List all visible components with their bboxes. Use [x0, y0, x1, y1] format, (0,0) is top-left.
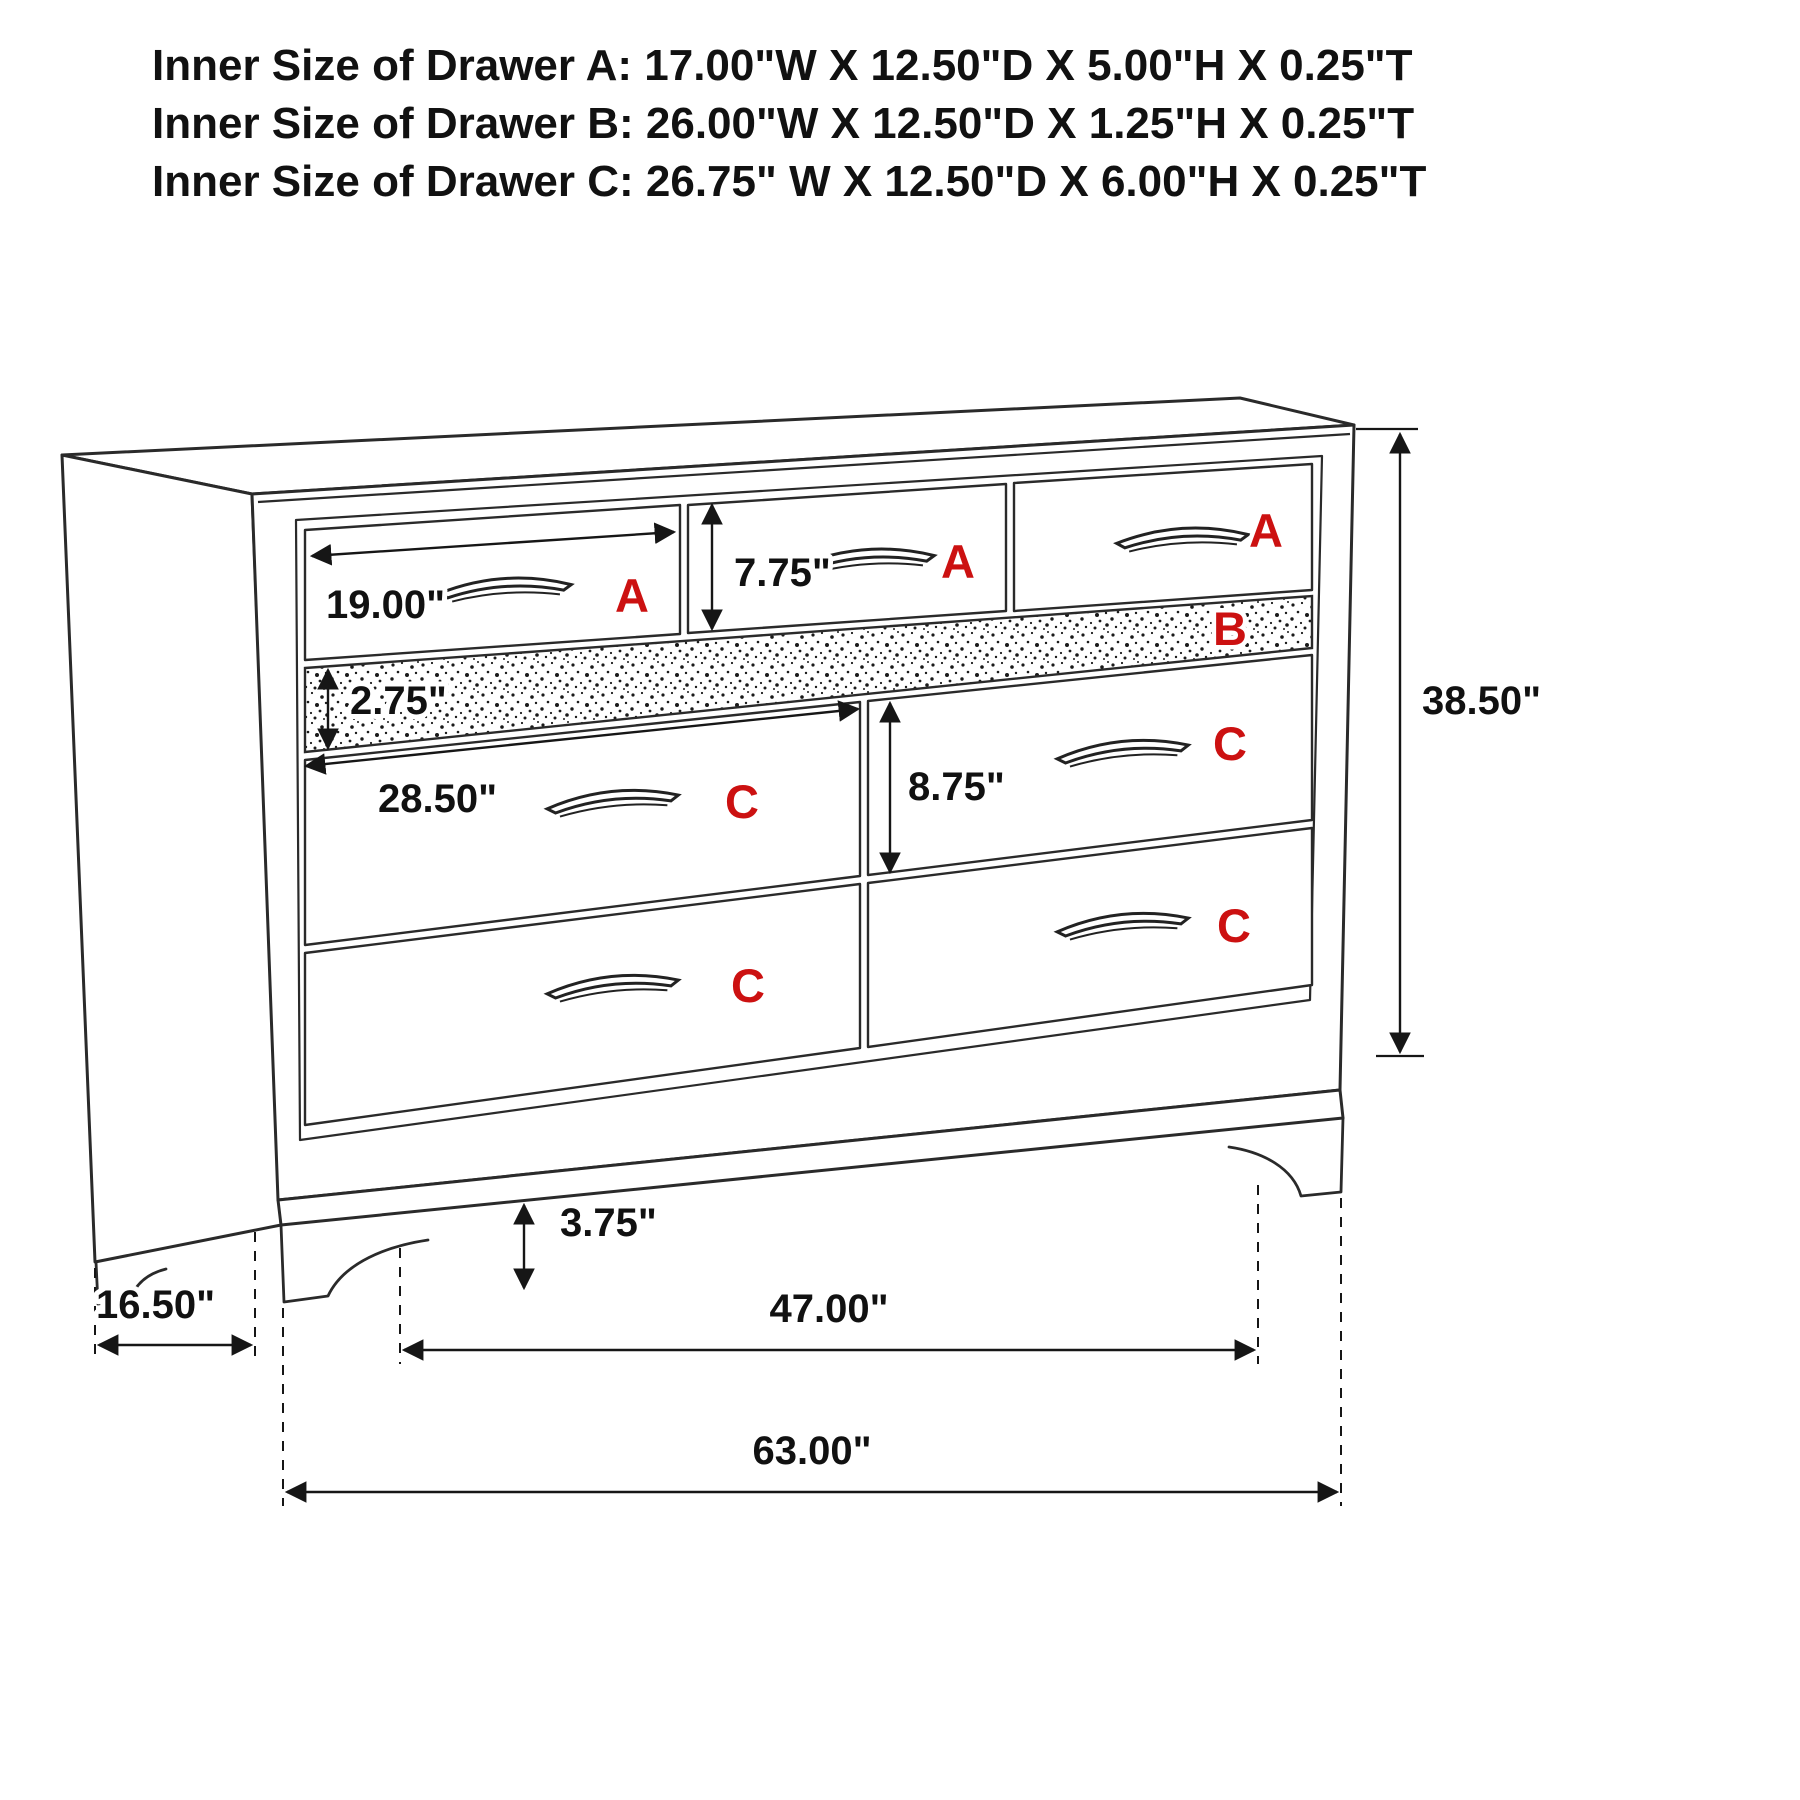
- dim-arrow-drawer-a-width: [309, 522, 677, 566]
- dim-arrow-drawer-c-width: [303, 700, 861, 775]
- drawer-a2-label: A: [941, 535, 975, 588]
- drawer-c-top-left-label: C: [725, 775, 759, 828]
- drawer-a3-label: A: [1249, 504, 1283, 557]
- dim-label-drawer-a-width: 19.00": [326, 583, 445, 627]
- front-right-foot: [1227, 1116, 1345, 1198]
- header-line-drawer-a: Inner Size of Drawer A: 17.00"W X 12.50"…: [152, 41, 1413, 90]
- dim-label-drawer-c-width: 28.50": [378, 777, 497, 821]
- dim-label-between-legs: 47.00": [769, 1287, 888, 1331]
- dim-label-strip-b-height: 2.75": [350, 679, 447, 723]
- front-left-foot: [279, 1223, 430, 1304]
- header-line-drawer-b: Inner Size of Drawer B: 26.00"W X 12.50"…: [152, 99, 1414, 148]
- dresser-left-side-face: [60, 453, 283, 1264]
- drawer-c-bottom-right: [866, 826, 1314, 1049]
- drawer-c-bottom-left-label: C: [731, 959, 765, 1012]
- drawer-a1-label: A: [615, 569, 649, 622]
- dim-label-overall-width: 63.00": [752, 1429, 871, 1473]
- front-frame-inner: [294, 454, 1324, 1142]
- dim-label-overall-height: 38.50": [1422, 679, 1541, 723]
- dresser-drawing: [60, 396, 1356, 1306]
- dim-label-drawer-a-height: 7.75": [734, 551, 831, 595]
- drawer-c-bottom-left: [303, 882, 862, 1127]
- dim-label-leg-height: 3.75": [560, 1201, 657, 1245]
- drawer-letter-labels: A A A B C C C C: [611, 500, 1288, 1017]
- drawer-c-top-right: [866, 653, 1314, 877]
- dimension-annotations: 19.00" 7.75" 2.75" 28.50" 8.75" 38.50" 3…: [91, 427, 1546, 1506]
- drawer-b-label: B: [1213, 602, 1247, 655]
- dim-label-depth: 16.50": [96, 1283, 215, 1327]
- back-left-foot: [94, 1260, 168, 1306]
- dim-label-drawer-c-height: 8.75": [908, 765, 1005, 809]
- header-line-drawer-c: Inner Size of Drawer C: 26.75" W X 12.50…: [152, 157, 1427, 206]
- top-bevel-line: [257, 432, 1351, 504]
- drawer-c-top-right-label: C: [1213, 717, 1247, 770]
- header: Inner Size of Drawer A: 17.00"W X 12.50"…: [152, 41, 1427, 206]
- drawer-c-bottom-right-label: C: [1217, 899, 1251, 952]
